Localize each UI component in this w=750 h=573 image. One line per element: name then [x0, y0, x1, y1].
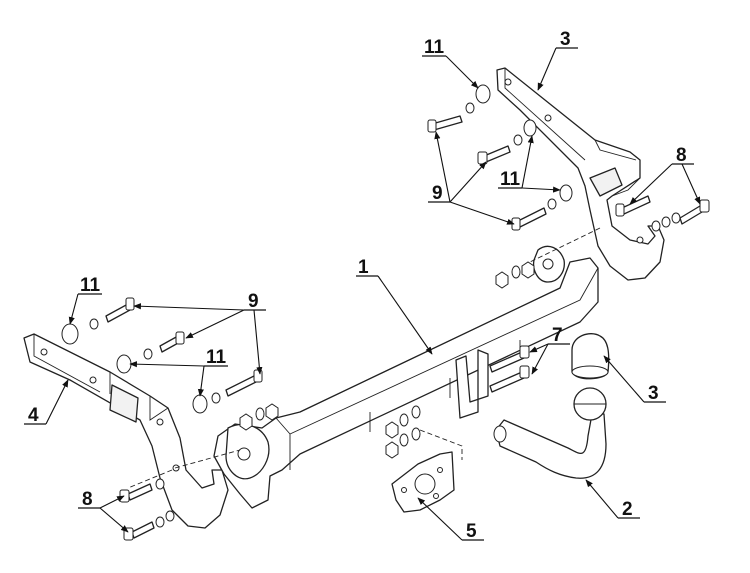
right-side-bracket	[496, 67, 665, 281]
label-left-bolt-set: 9	[248, 291, 259, 312]
ball-cover-cap	[571, 333, 610, 380]
label-right-bolt-set: 9	[432, 183, 443, 204]
right-low-bolt	[511, 184, 573, 231]
callout-labels: 1 2 3 3 4 5 7 8 8 9 9 11 11 11 11	[28, 29, 687, 542]
tow-bar-crossmember	[213, 245, 599, 509]
label-left-bracket: 4	[28, 405, 39, 426]
neck-bolts-7	[489, 345, 530, 393]
label-ball-cover: 3	[648, 383, 659, 404]
left-side-bracket	[23, 333, 229, 529]
left-end-nuts	[239, 403, 279, 431]
label-neck-bolts: 7	[552, 325, 563, 346]
right-top-bolt	[427, 84, 491, 133]
socket-plate	[391, 451, 455, 513]
center-nut-stack	[385, 405, 421, 459]
tow-ball-neck	[493, 387, 607, 479]
right-bolt-set-8	[615, 195, 710, 232]
label-socket-plate: 5	[466, 521, 477, 542]
left-bolt-set-8	[119, 478, 175, 541]
label-right-mid-washer: 11	[500, 169, 521, 190]
label-tow-ball-neck: 2	[622, 499, 633, 520]
hardware	[61, 84, 710, 541]
assembly-guide-lines	[127, 227, 601, 489]
label-right-bolts: 8	[676, 145, 687, 166]
label-right-bracket: 3	[560, 29, 571, 50]
label-right-top-washer: 11	[424, 37, 445, 58]
label-left-bolts: 8	[82, 489, 93, 510]
left-mid-bolt	[116, 331, 185, 374]
label-crossmember: 1	[358, 257, 369, 278]
callout-leaders	[24, 47, 701, 541]
label-left-mid-washer: 11	[206, 347, 227, 368]
left-low-bolt	[192, 369, 263, 414]
right-end-nuts	[495, 261, 535, 289]
right-mid-bolt	[477, 119, 537, 165]
left-top-bolt	[61, 297, 135, 345]
label-left-top-washer: 11	[80, 275, 101, 296]
